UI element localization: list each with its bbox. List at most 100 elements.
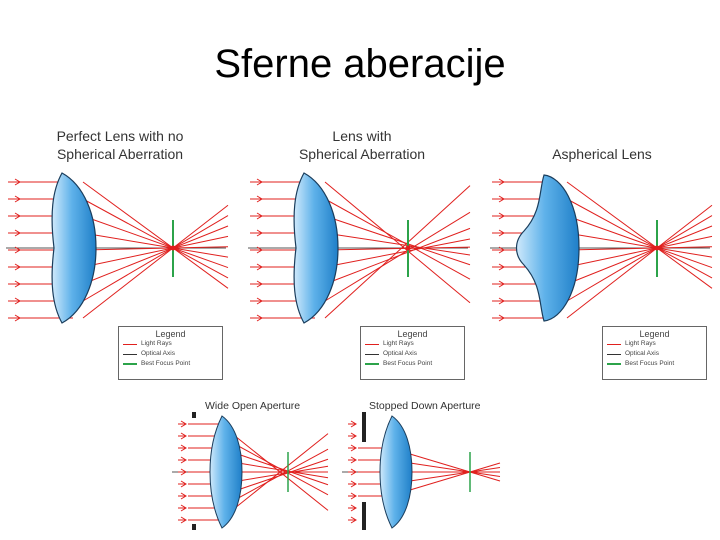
aperture-stop — [362, 502, 366, 530]
panel-title-aspherical: Aspherical Lens — [512, 145, 692, 163]
light-ray — [82, 215, 229, 269]
ray-arrow — [14, 280, 21, 288]
light-ray — [82, 235, 229, 268]
light-ray — [324, 238, 471, 268]
light-ray — [324, 198, 471, 280]
light-ray — [566, 215, 713, 302]
ray-arrow — [350, 420, 357, 428]
legend-rays-label: Light Rays — [383, 340, 414, 347]
ray-arrow — [256, 178, 263, 186]
ray-arrow — [498, 212, 505, 220]
ray-arrow — [350, 456, 357, 464]
rays-swatch — [123, 344, 137, 345]
ray-arrow — [180, 516, 187, 524]
ray-arrow — [256, 246, 263, 254]
ray-arrow — [350, 516, 357, 524]
light-ray — [82, 204, 229, 319]
stopped-aperture-diagram — [342, 412, 501, 530]
ray-arrow — [256, 229, 263, 237]
rays-swatch — [365, 344, 379, 345]
legend-rays-label: Light Rays — [141, 340, 172, 347]
light-ray — [324, 211, 471, 302]
ray-arrow — [180, 456, 187, 464]
ray-arrow — [256, 263, 263, 271]
ray-arrow — [180, 492, 187, 500]
legend-title: Legend — [155, 329, 186, 339]
aperture-stop — [192, 412, 196, 418]
aspherical-lens-diagram — [490, 174, 713, 322]
lens-shape — [51, 172, 97, 324]
lens-shape — [379, 415, 413, 529]
ray-arrow — [350, 444, 357, 452]
rays-swatch — [607, 344, 621, 345]
ray-arrow — [256, 212, 263, 220]
ray-arrow — [14, 195, 21, 203]
ray-arrow — [350, 504, 357, 512]
ray-arrow — [350, 480, 357, 488]
focus-swatch — [365, 363, 379, 365]
ray-arrow — [498, 195, 505, 203]
light-ray — [566, 181, 713, 289]
ray-arrow — [498, 229, 505, 237]
light-ray — [324, 215, 471, 266]
panel-title-line1: Aspherical Lens — [552, 146, 652, 162]
focus-point — [654, 245, 660, 251]
lens-shape — [515, 174, 580, 322]
light-ray — [566, 235, 713, 268]
light-ray — [566, 246, 713, 251]
light-ray — [566, 198, 713, 279]
light-ray — [566, 225, 713, 285]
spherical-lens-diagram — [248, 172, 471, 324]
light-ray — [219, 423, 329, 511]
ray-arrow — [14, 314, 21, 322]
lens-shape — [209, 415, 243, 529]
ray-arrow — [498, 178, 505, 186]
legend-box: Legend Light Rays Optical Axis Best Focu… — [602, 326, 707, 380]
light-ray — [82, 198, 229, 279]
aperture-stop — [362, 412, 366, 442]
axis-swatch — [123, 354, 137, 355]
legend-axis-label: Optical Axis — [625, 350, 659, 357]
panel-title-line1: Lens with — [332, 128, 392, 144]
ray-arrow — [14, 229, 21, 237]
axis-swatch — [365, 354, 379, 355]
axis-swatch — [607, 354, 621, 355]
panel-title-perfect: Perfect Lens with no Spherical Aberratio… — [30, 127, 210, 163]
light-ray — [566, 215, 713, 269]
light-ray — [82, 232, 229, 258]
ray-arrow — [256, 314, 263, 322]
panel-title-line2: Spherical Aberration — [56, 146, 184, 162]
legend-rays-label: Light Rays — [625, 340, 656, 347]
legend-focus-label: Best Focus Point — [625, 360, 675, 367]
legend-axis-label: Optical Axis — [141, 350, 175, 357]
light-ray — [82, 181, 229, 289]
ray-arrow — [498, 297, 505, 305]
light-ray — [566, 204, 713, 319]
aperture-stop — [192, 524, 196, 530]
focus-swatch — [607, 363, 621, 365]
focus-swatch — [123, 363, 137, 365]
ray-arrow — [180, 432, 187, 440]
ray-arrow — [180, 468, 187, 476]
focus-point — [405, 245, 411, 251]
panel-title-line2: Spherical Aberration — [298, 146, 426, 162]
legend-focus-label: Best Focus Point — [383, 360, 433, 367]
ray-arrow — [350, 492, 357, 500]
light-ray — [324, 181, 471, 304]
ray-arrow — [256, 195, 263, 203]
light-ray — [324, 232, 471, 256]
focus-point — [170, 245, 176, 251]
ray-arrow — [14, 246, 21, 254]
ray-arrow — [180, 504, 187, 512]
ray-arrow — [14, 212, 21, 220]
lens-shape — [293, 172, 339, 324]
ray-arrow — [180, 420, 187, 428]
perfect-lens-diagram — [6, 172, 229, 324]
light-ray — [324, 246, 471, 251]
wide-aperture-title: Wide Open Aperture — [205, 400, 301, 412]
panel-title-line1: Perfect Lens with no — [56, 128, 184, 144]
ray-arrow — [14, 297, 21, 305]
ray-arrow — [256, 280, 263, 288]
light-ray — [82, 215, 229, 302]
ray-arrow — [14, 263, 21, 271]
